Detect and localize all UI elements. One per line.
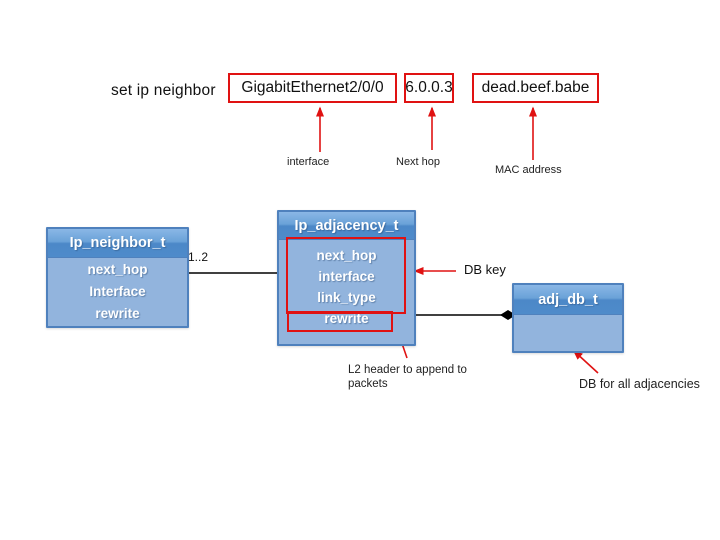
field-rewrite: rewrite: [324, 311, 369, 326]
class-box-adj-db: adj_db_t: [512, 283, 624, 353]
class-title-ip-neighbor: Ip_neighbor_t: [48, 229, 187, 258]
command-arg-interface: GigabitEthernet2/0/0: [228, 73, 397, 103]
field-interface: interface: [318, 269, 375, 284]
field-next-hop: next_hop: [316, 248, 377, 263]
rewrite-highlight-rect: [287, 311, 393, 332]
field-link-type: link_type: [317, 290, 376, 305]
command-text: set ip neighbor: [111, 82, 216, 99]
class-fields-ip-neighbor: next_hop Interface rewrite: [48, 258, 187, 325]
class-box-ip-neighbor: Ip_neighbor_t next_hop Interface rewrite: [46, 227, 189, 328]
class-fields-ip-adjacency: next_hop interface link_type rewrite: [279, 240, 414, 329]
command-arg-interface-value: GigabitEthernet2/0/0: [241, 79, 384, 96]
class-title-ip-adjacency: Ip_adjacency_t: [279, 212, 414, 240]
db-key-highlight-rect: [286, 237, 406, 314]
field-next-hop: next_hop: [87, 262, 148, 277]
db-all-adjacencies-label: DB for all adjacencies: [579, 377, 700, 391]
field-interface: Interface: [89, 284, 146, 299]
mac-address-label: MAC address: [495, 164, 562, 176]
l2-header-label: L2 header to append to packets: [348, 364, 467, 390]
db-all-callout-arrow: [572, 349, 599, 374]
class-title-adj-db: adj_db_t: [514, 285, 622, 315]
interface-label: interface: [287, 156, 330, 168]
command-arg-mac-value: dead.beef.babe: [481, 79, 590, 96]
multiplicity-label: 1..2: [188, 250, 209, 264]
command-arg-next-hop: 6.0.0.3: [404, 73, 454, 103]
command-arg-next-hop-value: 6.0.0.3: [405, 79, 453, 96]
db-key-label: DB key: [464, 262, 506, 277]
command-arg-mac: dead.beef.babe: [472, 73, 599, 103]
field-rewrite: rewrite: [95, 306, 140, 321]
class-box-ip-adjacency: Ip_adjacency_t next_hop interface link_t…: [277, 210, 416, 346]
next-hop-label: Next hop: [396, 156, 441, 168]
